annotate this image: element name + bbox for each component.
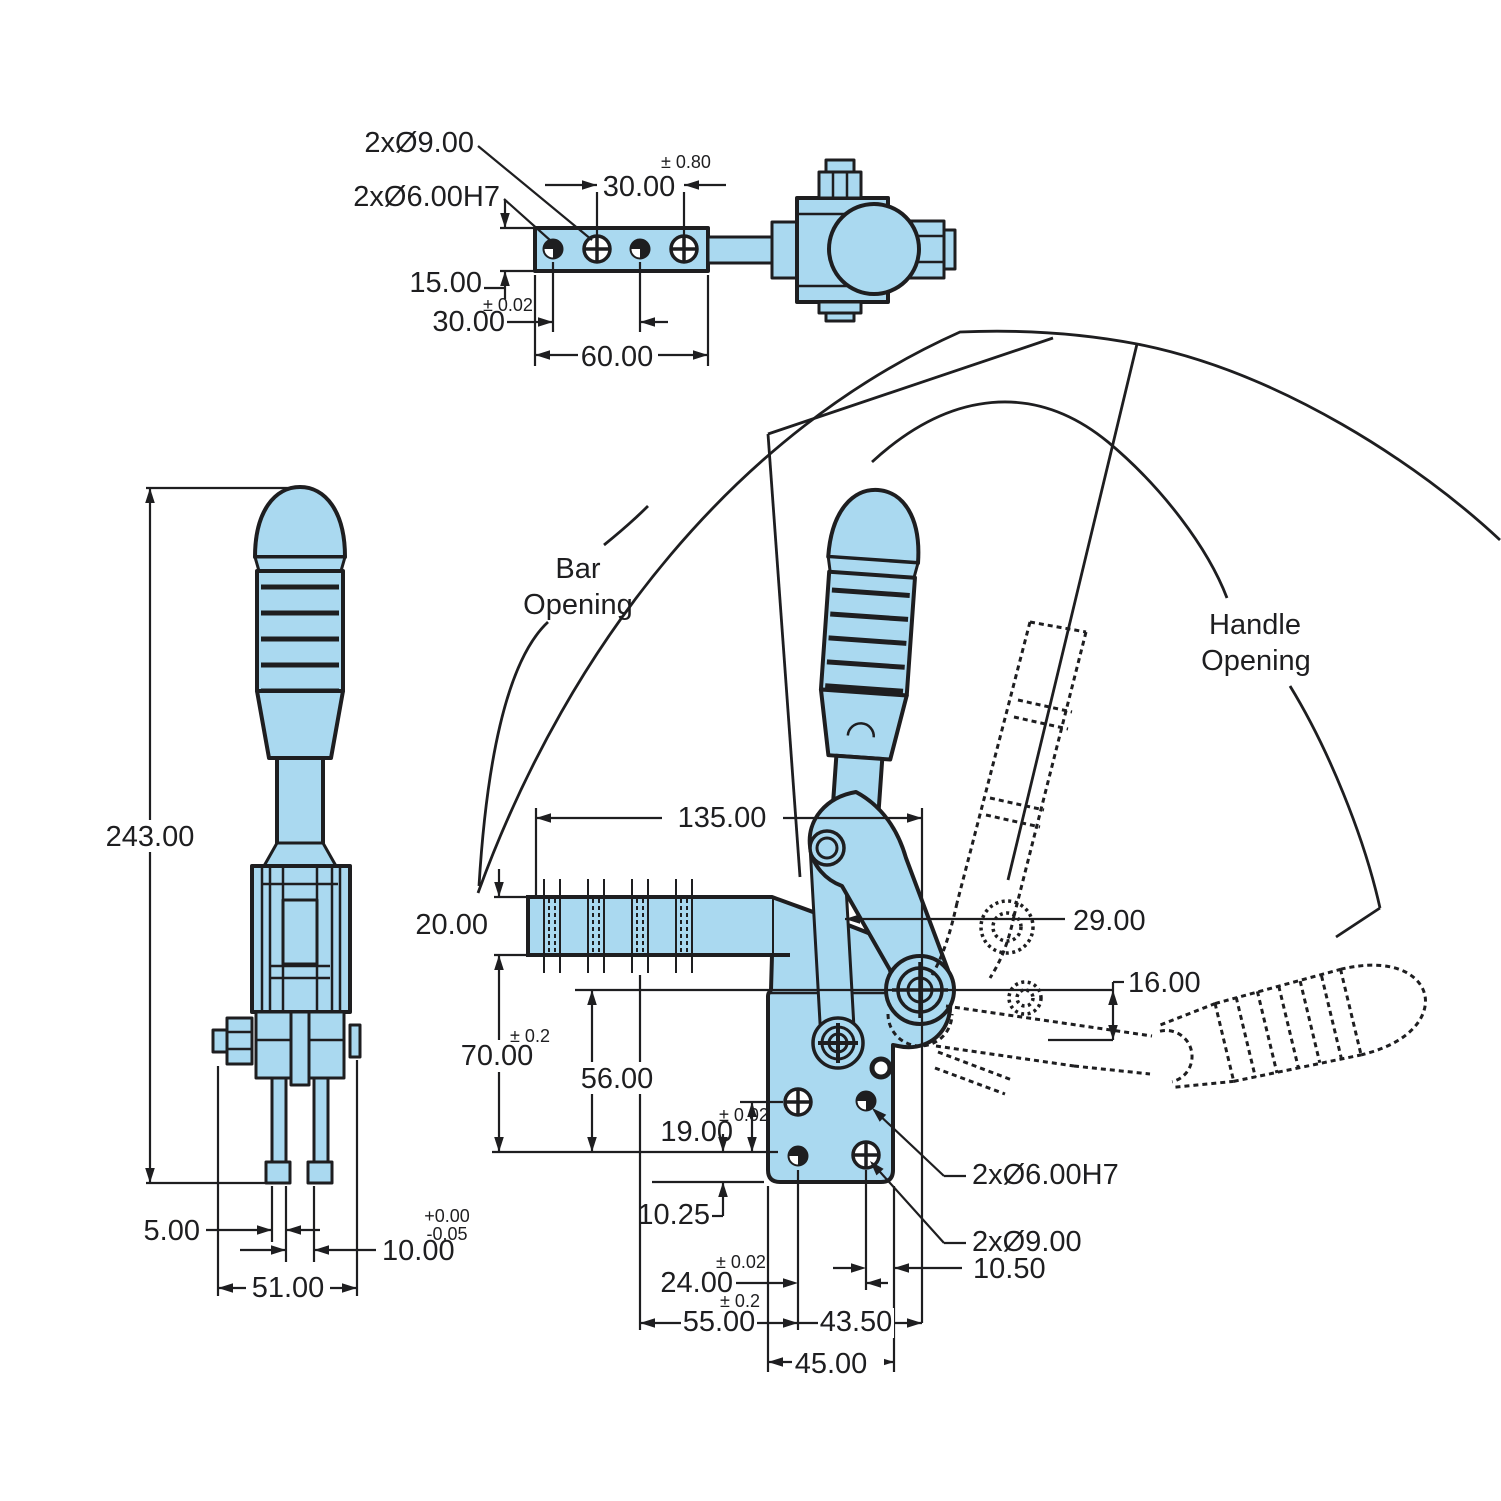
tol-55: ± 0.2	[720, 1291, 760, 1311]
dim-10-5: 10.50	[973, 1253, 1046, 1285]
front-spindle	[289, 1010, 311, 1087]
dim-60: 60.00	[581, 341, 654, 373]
front-nut	[225, 1016, 254, 1066]
top-view-holes	[542, 234, 699, 264]
front-view: 243.00 5.00 10.00 +0.00 -0.05 51.00	[106, 485, 470, 1304]
dim-43-5: 43.50	[820, 1306, 893, 1338]
top-view: 2xØ9.00 2xØ6.00H7 30.00 ± 0.80 15.00 30.…	[353, 127, 957, 373]
lever-eye	[808, 829, 846, 867]
clearance-hole-icon	[582, 234, 612, 264]
bar-opening-arc	[476, 329, 1501, 894]
top-view-dimensions: 2xØ9.00 2xØ6.00H7 30.00 ± 0.80 15.00 30.…	[353, 127, 726, 373]
front-body	[211, 864, 362, 1185]
front-handle	[253, 485, 347, 868]
dowel-hole-icon	[855, 1090, 877, 1112]
top-view-bar	[533, 158, 957, 323]
dim-10-25: 10.25	[637, 1199, 710, 1231]
dim-243: 243.00	[106, 821, 195, 853]
note-dia9-side: 2xØ9.00	[972, 1226, 1082, 1258]
bar-hole-hashes	[543, 879, 693, 973]
bar-opening-label-1: Bar	[555, 553, 600, 585]
dim-30-top: 30.00	[603, 171, 676, 203]
dim-20: 20.00	[415, 909, 488, 941]
dim-29: 29.00	[1073, 905, 1146, 937]
handle-opening-label-2: Opening	[1201, 645, 1311, 677]
dim-56: 56.00	[581, 1063, 654, 1095]
note-dia6-side: 2xØ6.00H7	[972, 1159, 1119, 1191]
dim-24: 24.00	[660, 1267, 733, 1299]
front-prong-right	[312, 1076, 330, 1164]
top-hex-nut	[817, 170, 863, 200]
tol-30-bottom: ± 0.02	[483, 295, 533, 315]
dim-70: 70.00	[461, 1040, 534, 1072]
dim-30-bottom: 30.00	[432, 306, 505, 338]
tol-24: ± 0.02	[716, 1252, 766, 1272]
front-view-dimensions: 243.00 5.00 10.00 +0.00 -0.05 51.00	[106, 486, 470, 1304]
side-clamp-bar	[526, 879, 790, 973]
note-dia6-top: 2xØ6.00H7	[353, 181, 500, 213]
tol-10-plus: +0.00	[424, 1206, 470, 1226]
plate-holes	[783, 1056, 893, 1170]
bar-opening-label-2: Opening	[523, 589, 633, 621]
tol-10-minus: -0.05	[426, 1224, 467, 1244]
dim-45: 45.00	[795, 1348, 868, 1380]
dim-15: 15.00	[409, 267, 482, 299]
clearance-hole-icon	[669, 234, 699, 264]
side-view-dimensions: Bar Opening Handle Opening 135.00 20.00 …	[415, 553, 1311, 1382]
dim-19: 19.00	[660, 1116, 733, 1148]
link-lower-eye	[811, 1016, 865, 1070]
swing-envelopes	[476, 329, 1501, 939]
dowel-hole-icon	[787, 1145, 809, 1167]
tol-30-top: ± 0.80	[661, 152, 711, 172]
dim-10: 10.00	[382, 1235, 455, 1267]
top-handle-knob-circle	[827, 202, 921, 296]
dim-51: 51.00	[252, 1272, 325, 1304]
dowel-hole-icon	[629, 238, 651, 260]
tol-70: ± 0.2	[510, 1026, 550, 1046]
dim-16: 16.00	[1128, 967, 1201, 999]
dim-135: 135.00	[678, 802, 767, 834]
small-ring-hole	[869, 1056, 893, 1080]
clearance-hole-icon	[851, 1140, 881, 1170]
note-dia9-top: 2xØ9.00	[364, 127, 474, 159]
clearance-hole-icon	[783, 1087, 813, 1117]
side-view: Bar Opening Handle Opening 135.00 20.00 …	[415, 329, 1501, 1382]
dim-5: 5.00	[144, 1215, 200, 1247]
open-position-dashed	[886, 620, 1427, 1096]
handle-opening-label-1: Handle	[1209, 609, 1301, 641]
dim-55: 55.00	[683, 1306, 756, 1338]
handle-opening-arc	[871, 400, 1229, 599]
front-prong-left	[270, 1076, 288, 1164]
tol-19: ± 0.02	[719, 1105, 769, 1125]
dowel-hole-icon	[542, 238, 564, 260]
